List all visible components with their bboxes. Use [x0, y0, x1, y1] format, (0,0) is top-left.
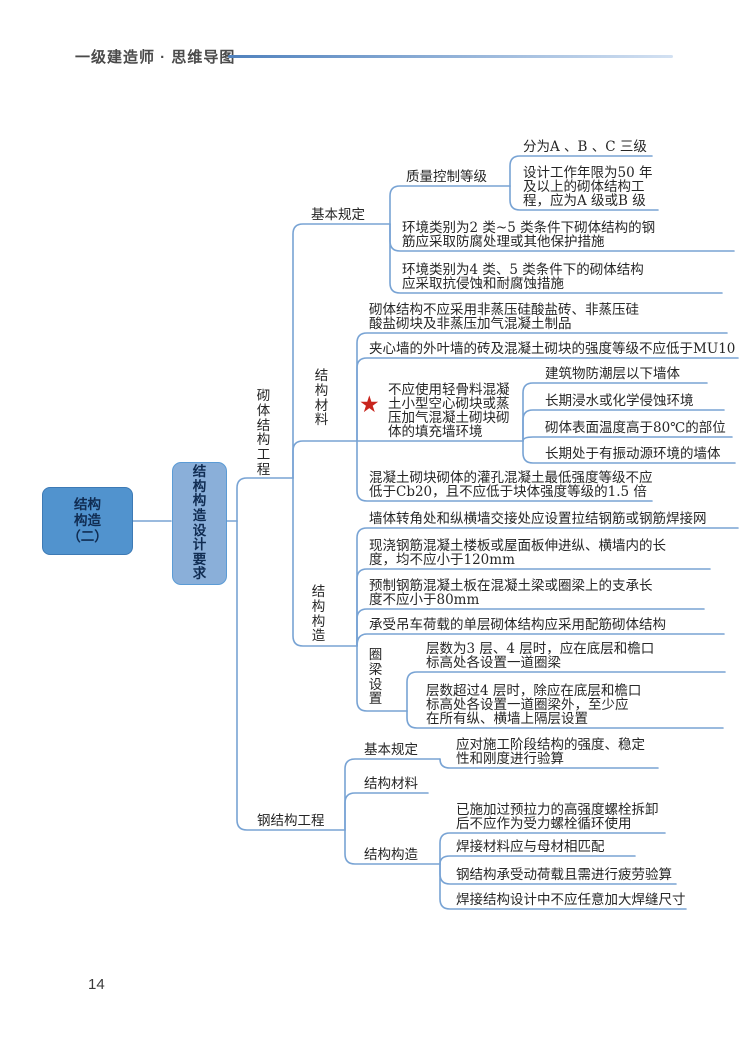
topic-design-requirements-label: 结构构造设计要求	[192, 464, 207, 583]
note-bolt-reuse: 已施加过预拉力的高强度螺栓拆卸 后不应作为受力螺栓循环使用	[456, 802, 659, 832]
note-design-life: 设计工作年限为50 年 及以上的砌体结构工 程，应为A 级或B 级	[523, 165, 653, 209]
note-cavity-wall-strength: 夹心墙的外叶墙的砖及混凝土砌块的强度等级不应低于MU10	[369, 341, 736, 357]
note-weld-material-match: 焊接材料应与母材相匹配	[456, 839, 605, 855]
topic-steel-engineering: 钢结构工程	[257, 813, 325, 829]
note-ring-beam-over-4-storeys: 层数超过4 层时，除应在底层和檐口 标高处各设置一道圈梁外，至少应 在所有纵、横…	[426, 683, 642, 727]
note-crane-load: 承受吊车荷载的单层砌体结构应采用配筋砌体结构	[369, 617, 666, 633]
topic-masonry-engineering: 砌体结构工程	[256, 388, 271, 478]
topic-steel-construction: 结构构造	[364, 847, 418, 863]
header-rule-line	[228, 55, 673, 58]
note-tie-reinforcement: 墙体转角处和纵横墙交接处应设置拉结钢筋或钢筋焊接网	[369, 511, 707, 527]
note-precast-slab: 预制钢筋混凝土板在混凝土梁或圈梁上的支承长 度不应小于80mm	[369, 578, 653, 608]
topic-ring-beam-setup: 圈梁设置	[368, 647, 383, 708]
page-number: 14	[88, 976, 105, 993]
topic-masonry-basic-rules: 基本规定	[311, 207, 365, 223]
topic-steel-basic-rules: 基本规定	[364, 742, 418, 758]
note-fatigue-check: 钢结构承受动荷载且需进行疲劳验算	[456, 867, 672, 883]
note-no-non-autoclaved: 砌体结构不应采用非蒸压硅酸盐砖、非蒸压硅 酸盐砌块及非蒸压加气混凝土制品	[369, 302, 639, 332]
note-weld-size: 焊接结构设计中不应任意加大焊缝尺寸	[456, 892, 686, 908]
note-restriction-case-immersion: 长期浸水或化学侵蚀环境	[545, 393, 694, 409]
root-topic-label: 结构 构造 （二）	[67, 497, 108, 545]
note-restriction-case-damp-course: 建筑物防潮层以下墙体	[545, 366, 680, 382]
page-header-brand: 一级建造师 · 思维导图	[75, 49, 236, 66]
star-icon: ★	[359, 392, 380, 418]
note-grout-strength: 混凝土砌块砌体的灌孔混凝土最低强度等级不应 低于Cb20，且不应低于块体强度等级…	[369, 470, 653, 500]
note-ring-beam-3-4-storeys: 层数为3 层、4 层时，应在底层和檐口 标高处各设置一道圈梁	[426, 641, 655, 671]
topic-steel-materials: 结构材料	[364, 776, 418, 792]
note-starred-restriction: 不应使用轻骨料混凝 土小型空心砌块或蒸 压加气混凝土砌块砌 体的填充墙环境	[388, 382, 510, 440]
note-env-class-2-5: 环境类别为2 类~5 类条件下砌体结构的钢 筋应采取防腐处理或其他保护措施	[402, 220, 656, 250]
note-restriction-case-temperature: 砌体表面温度高于80℃的部位	[545, 420, 726, 436]
topic-design-requirements: 结构构造设计要求	[172, 462, 227, 585]
topic-masonry-materials: 结构材料	[314, 368, 329, 429]
note-stage-verification: 应对施工阶段结构的强度、稳定 性和刚度进行验算	[456, 737, 645, 767]
note-quality-grades: 分为A 、B 、C 三级	[523, 139, 647, 155]
note-env-class-4-5: 环境类别为4 类、5 类条件下的砌体结构 应采取抗侵蚀和耐腐蚀措施	[402, 262, 644, 292]
topic-quality-control-grade: 质量控制等级	[406, 169, 487, 185]
note-cast-in-place-slab: 现浇钢筋混凝土楼板或屋面板伸进纵、横墙内的长 度，均不应小于120mm	[369, 538, 666, 568]
root-topic: 结构 构造 （二）	[42, 487, 133, 555]
note-restriction-case-vibration: 长期处于有振动源环境的墙体	[545, 446, 721, 462]
topic-masonry-construction: 结构构造	[311, 584, 326, 645]
